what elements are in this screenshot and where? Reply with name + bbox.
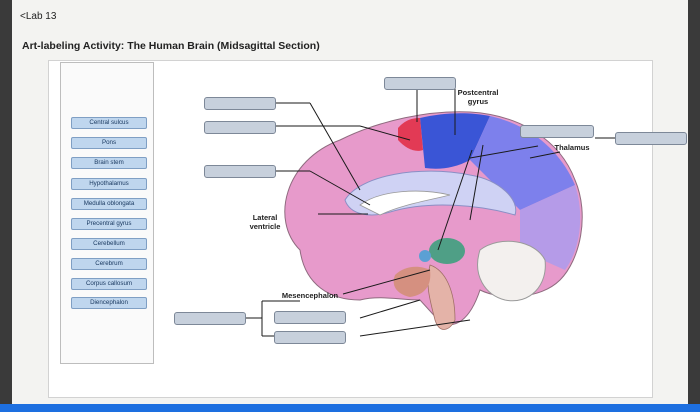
label-chip[interactable]: Diencephalon [71,297,147,309]
drop-target[interactable] [174,312,246,325]
postcentral-gyrus-region [420,113,490,169]
back-link[interactable]: <Lab 13 [20,11,57,22]
label-chip[interactable]: Cerebellum [71,238,147,250]
label-chip[interactable]: Pons [71,137,147,149]
drop-target[interactable] [274,311,346,324]
drop-target[interactable] [615,132,687,145]
brainstem-region [427,264,456,330]
taskbar [0,404,700,412]
postcentral-gyrus-label: Postcentral gyrus [457,88,499,106]
label-chip[interactable]: Medulla oblongata [71,198,147,210]
lateral-ventricle-label: Lateral ventricle [249,213,281,231]
page-title: Art-labeling Activity: The Human Brain (… [22,40,320,52]
drop-target[interactable] [204,97,276,110]
pons-region [393,266,431,297]
drop-target[interactable] [204,121,276,134]
label-chip[interactable]: Central sulcus [71,117,147,129]
mesencephalon-label: Mesencephalon [281,291,339,300]
drop-target[interactable] [520,125,594,138]
lateral-ventricle-region [359,190,451,216]
label-chip[interactable]: Cerebrum [71,258,147,270]
thalamus-label: Thalamus [554,143,590,152]
drop-target[interactable] [204,165,276,178]
parietal-region [470,116,575,210]
label-chip[interactable]: Brain stem [71,157,147,169]
drop-target[interactable] [384,77,456,90]
label-chip[interactable]: Hypothalamus [71,178,147,190]
label-chip[interactable]: Precentral gyrus [71,218,147,230]
precentral-gyrus-region [398,118,423,151]
label-chip[interactable]: Corpus callosum [71,278,147,290]
drop-target[interactable] [274,331,346,344]
cerebellum-region [477,240,546,302]
hypothalamus-region [419,250,431,262]
thalamus-region [429,238,465,264]
label-bank: Central sulcus Pons Brain stem Hypothala… [60,62,154,364]
